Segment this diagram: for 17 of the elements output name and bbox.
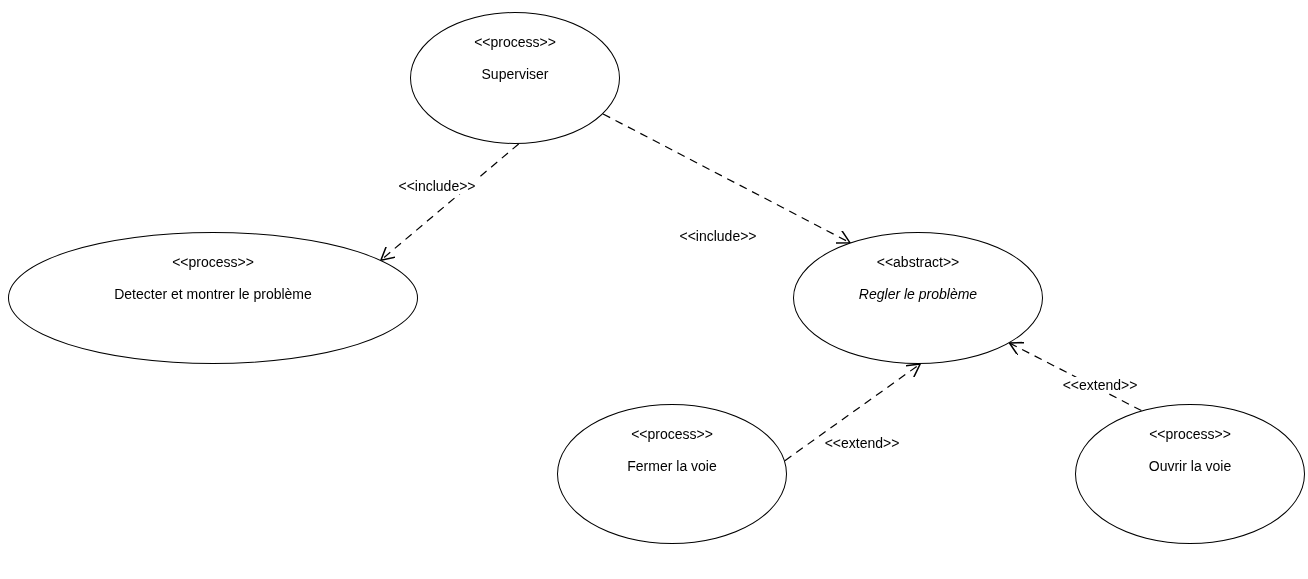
edge-label: <<extend>>: [1060, 377, 1140, 393]
stereotype-label: <<process>>: [172, 253, 254, 271]
use-case-name: Fermer la voie: [627, 457, 717, 475]
dashed-arrow: [380, 143, 520, 261]
edge-label: <<extend>>: [822, 435, 902, 451]
edge-label: <<include>>: [396, 178, 478, 194]
use-case-name: Detecter et montrer le problème: [114, 285, 312, 303]
dashed-arrow: [602, 113, 851, 244]
use-case-name: Ouvrir la voie: [1148, 457, 1232, 475]
edge-label: <<include>>: [677, 228, 759, 244]
use-case-name: Superviser: [481, 65, 549, 83]
dashed-arrow: [784, 363, 921, 462]
use-case-name: Regler le problème: [858, 285, 978, 303]
stereotype-label: <<abstract>>: [876, 253, 960, 271]
stereotype-label: <<process>>: [1149, 425, 1231, 443]
stereotype-label: <<process>>: [474, 33, 556, 51]
stereotype-label: <<process>>: [631, 425, 713, 443]
